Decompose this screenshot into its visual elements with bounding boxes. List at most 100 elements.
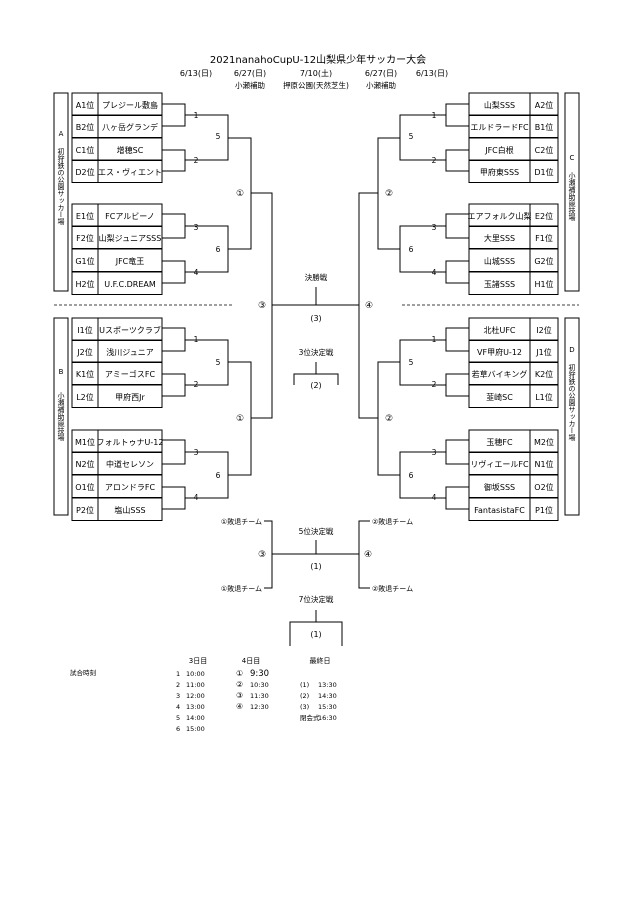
header-venue: 小瀬補助 — [366, 80, 396, 90]
match-r3: 3 — [432, 223, 437, 232]
team-seed: O1位 — [75, 482, 94, 492]
match-r5: 5 — [409, 358, 414, 367]
header-date: 7/10(土) — [300, 68, 332, 78]
match-r6: 6 — [216, 471, 221, 480]
schedule-final-header: 最終日 — [310, 656, 331, 665]
schedule-time: 11:00 — [186, 681, 205, 689]
team-row: M1位フォルトゥナU-12 — [71, 429, 163, 453]
team-seed: K1位 — [76, 369, 94, 379]
schedule-match-no: 6 — [176, 725, 180, 733]
schedule-time: 11:30 — [250, 692, 269, 700]
match-c1: ① — [236, 414, 244, 424]
schedule-time: 12:00 — [186, 692, 205, 700]
match-r4: 4 — [432, 493, 437, 502]
header-venue: 押原公園(天然芝生) — [283, 80, 349, 90]
team-name: 增穂SC — [117, 145, 144, 155]
bracket-lines-left — [162, 103, 359, 510]
schedule-match-no: 2 — [176, 681, 180, 689]
team-name: エアフォルク山梨 — [468, 211, 532, 221]
team-name: 大里SSS — [484, 233, 515, 243]
team-name: プレジール敷島 — [102, 100, 158, 110]
match-r4: 4 — [432, 268, 437, 277]
match-r1: 1 — [432, 335, 437, 344]
schedule-match-no: (1) — [300, 681, 309, 689]
team-seed: H2位 — [75, 279, 94, 289]
team-seed: I2位 — [536, 325, 551, 335]
team-row: L2位甲府西Jr — [71, 384, 163, 408]
match-r1: 1 — [194, 111, 199, 120]
team-name: リヴィエールFC — [470, 459, 529, 469]
match-r4: 4 — [194, 493, 199, 502]
team-name: 御坂SSS — [484, 482, 515, 492]
match-r5: 5 — [409, 132, 414, 141]
schedule-match-no: 5 — [176, 714, 180, 722]
block-letter: D — [569, 346, 574, 354]
match-r6: 6 — [216, 245, 221, 254]
team-name: 山城SSS — [484, 256, 515, 266]
team-row: P2位 塩山SSS — [71, 497, 163, 521]
team-name: 甲府西Jr — [115, 392, 145, 402]
match-r1: 1 — [194, 335, 199, 344]
schedule-row: 2 11:00 — [176, 681, 205, 689]
team-name: エス・ヴィエント — [98, 167, 162, 177]
schedule-match-no: 1 — [176, 670, 180, 678]
header-venue: 小瀬補助 — [235, 80, 265, 90]
bracket-lines-right — [358, 103, 469, 510]
third-place-label: 3位決定戦 — [299, 347, 334, 357]
schedule-time: 15:00 — [186, 725, 205, 733]
team-name: 塩山SSS — [114, 505, 145, 515]
match-r5: 5 — [216, 358, 221, 367]
block-letter: B — [59, 368, 64, 376]
final-label: 決勝戦 — [305, 272, 328, 282]
header-date: 6/27(日) — [234, 69, 266, 78]
match-c4: ④ — [365, 301, 373, 311]
match-r3: 3 — [194, 223, 199, 232]
team-name: 山梨SSS — [484, 100, 515, 110]
header-date: 6/13(日) — [416, 69, 448, 78]
team-seed: O2位 — [534, 482, 553, 492]
schedule-match-no: ① — [236, 669, 243, 678]
match-c3: ③ — [258, 301, 266, 311]
header-dates: 6/13(日) 6/27(日) 7/10(土) 6/27(日) 6/13(日) … — [180, 68, 448, 90]
match-r4: 4 — [194, 268, 199, 277]
team-row: O1位アロンドラFC — [71, 474, 163, 498]
block-letter: C — [570, 154, 575, 162]
team-seed: L1位 — [535, 392, 553, 402]
team-name: VF甲府U-12 — [477, 347, 522, 357]
team-seed: P2位 — [76, 505, 94, 515]
third-place-number: (2) — [310, 381, 321, 390]
match-r2: 2 — [194, 156, 199, 165]
header-date: 6/27(日) — [365, 69, 397, 78]
page-title: 2021nanahoCupU-12山梨県少年サッカー大会 — [210, 53, 426, 66]
block-venue: 初狩鉄の公園サッカー場 — [568, 363, 576, 442]
team-name: 玉穂FC — [486, 437, 513, 447]
team-seed: B1位 — [535, 122, 554, 132]
team-seed: A1位 — [76, 100, 95, 110]
fifth-place-label: 5位決定戦 — [299, 526, 334, 536]
schedule-time: 12:30 — [250, 703, 269, 711]
match-c4-fifth: ④ — [364, 550, 372, 560]
schedule-row: 6 15:00 — [176, 725, 205, 733]
seventh-place-number: (1) — [310, 630, 321, 639]
match-r3: 3 — [432, 448, 437, 457]
team-seed: N2位 — [75, 459, 94, 469]
team-row: M2位 玉穂FC — [468, 429, 559, 453]
team-seed: M2位 — [534, 437, 554, 447]
schedule-row: (3)15:30 — [300, 703, 337, 711]
team-row: A1位プレジール敷島 — [71, 92, 163, 116]
block-a: A 初狩鉄の公園サッカー場 — [53, 92, 69, 292]
